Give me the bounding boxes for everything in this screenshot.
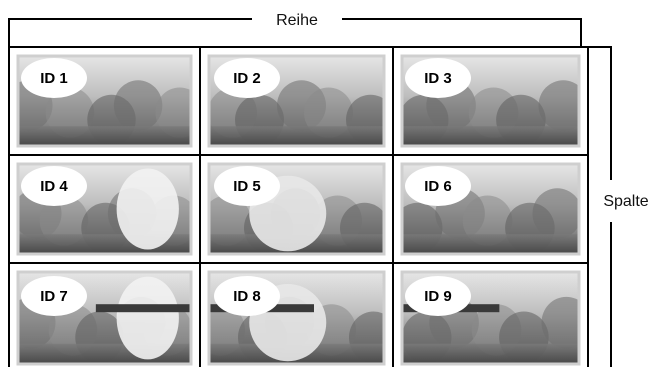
- id-badge: [21, 58, 87, 98]
- id-label: ID 2: [233, 70, 261, 87]
- photo-segment: [18, 272, 191, 364]
- row-label: Reihe: [276, 12, 318, 29]
- screen-tile: ID 2: [207, 54, 386, 148]
- id-badge: [214, 276, 280, 316]
- screen-tile: ID 4: [16, 162, 193, 256]
- video-wall-grid: ID 1 ID 2 ID 3 ID 4 ID 5 ID 6 ID 7 ID 8 ID 9: [8, 46, 589, 367]
- id-label: ID 8: [233, 288, 261, 305]
- id-badge: [405, 58, 471, 98]
- screen-tile: ID 3: [400, 54, 581, 148]
- screen-tile: ID 6: [400, 162, 581, 256]
- screen-tile: ID 1: [16, 54, 193, 148]
- id-label: ID 3: [424, 70, 452, 87]
- id-label: ID 5: [233, 178, 261, 195]
- id-label: ID 7: [40, 288, 68, 305]
- photo-segment: [18, 164, 191, 254]
- screen-tile: ID 7: [16, 270, 193, 366]
- column-bracket: Spalte: [587, 46, 649, 367]
- id-badge: [405, 276, 471, 316]
- id-label: ID 4: [40, 178, 68, 195]
- id-label: ID 1: [40, 70, 68, 87]
- id-badge: [214, 58, 280, 98]
- row-bracket: Reihe: [8, 12, 582, 46]
- id-label: ID 9: [424, 288, 452, 305]
- id-badge: [21, 276, 87, 316]
- photo-segment: [402, 272, 579, 364]
- screen-tile: ID 5: [207, 162, 386, 256]
- screen-tile: ID 9: [400, 270, 581, 366]
- screen-tile: ID 8: [207, 270, 386, 366]
- id-label: ID 6: [424, 178, 452, 195]
- id-badge: [21, 166, 87, 206]
- id-badge: [214, 166, 280, 206]
- id-badge: [405, 166, 471, 206]
- column-label: Spalte: [603, 193, 648, 210]
